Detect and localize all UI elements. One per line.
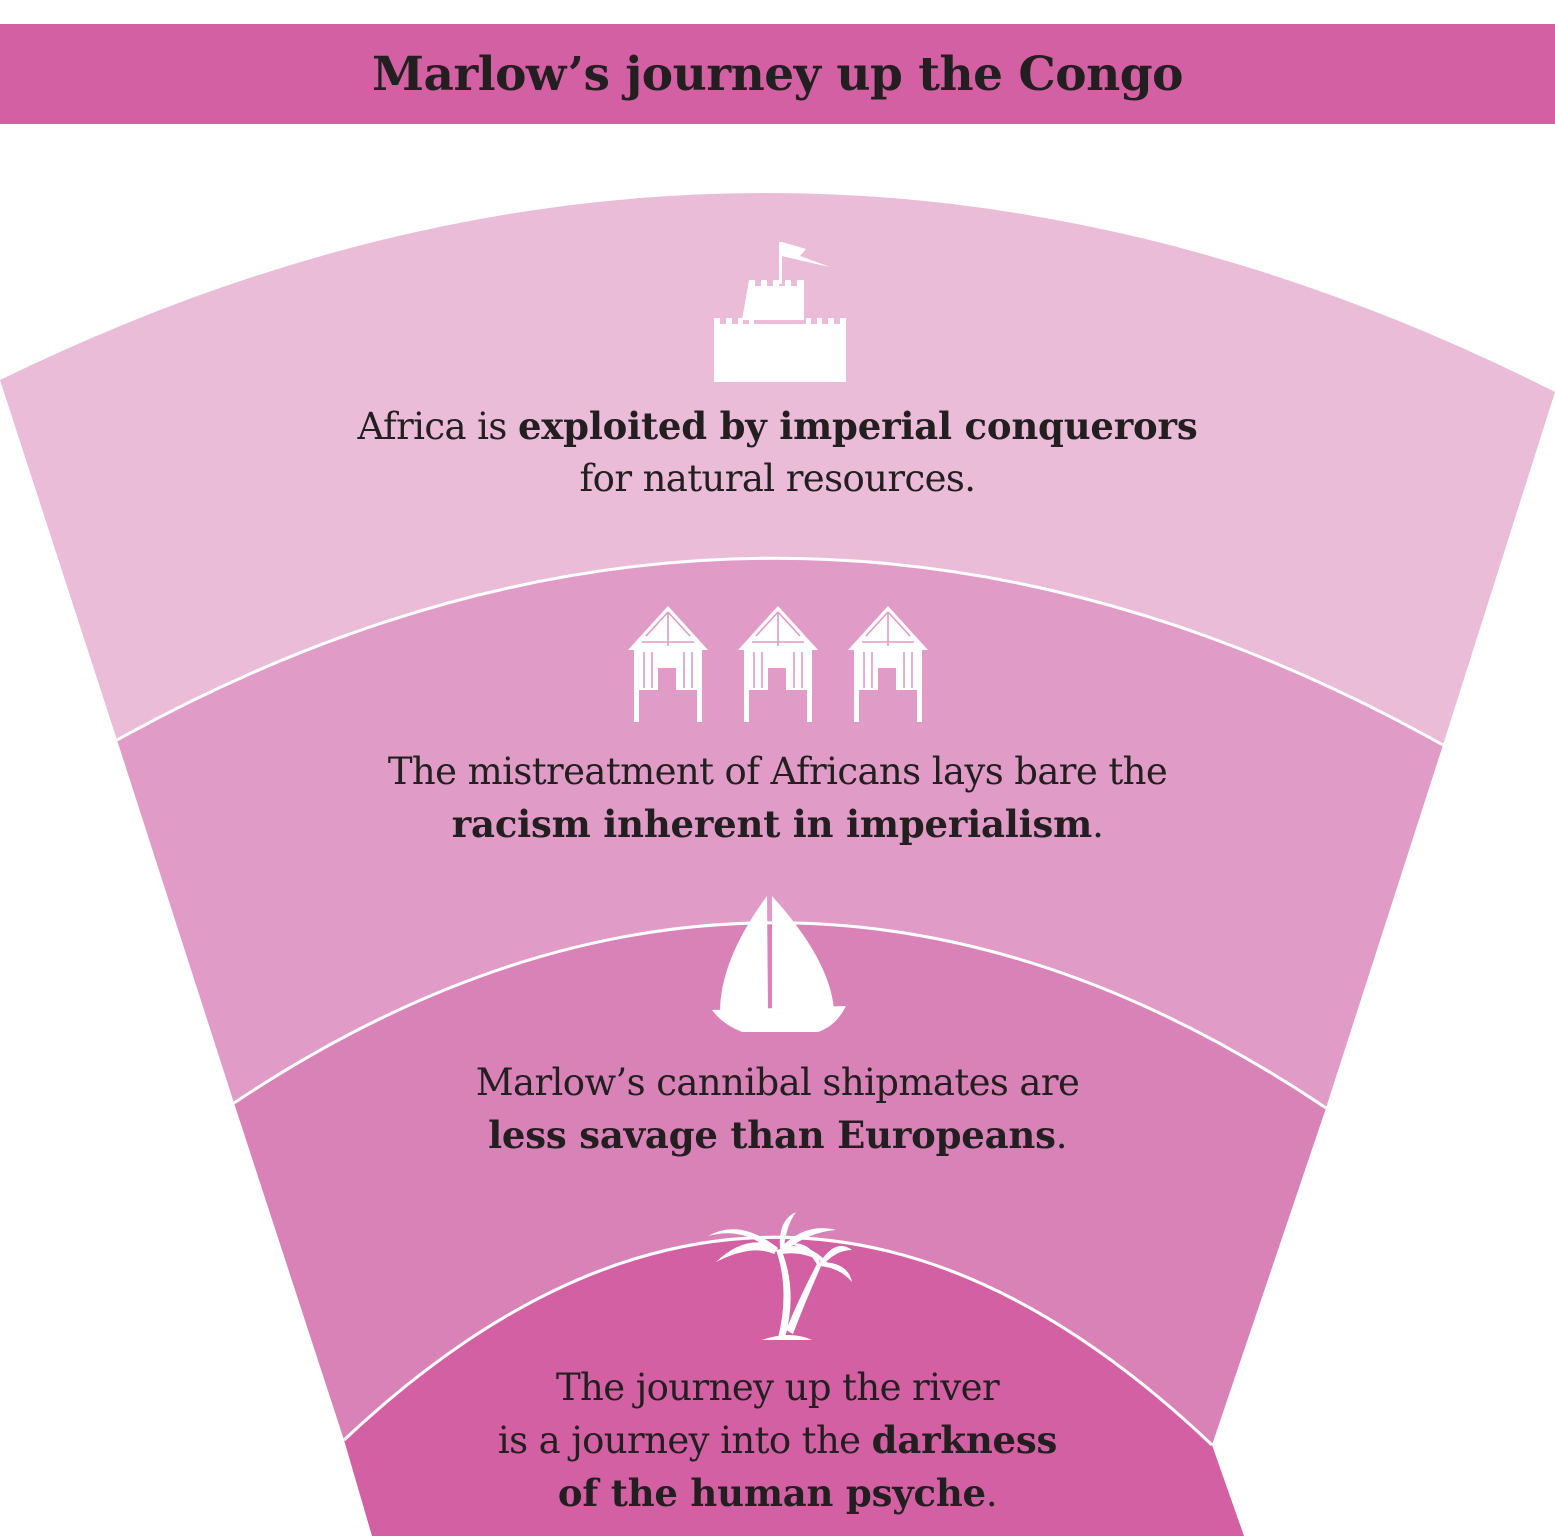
body-text: . [985,1472,998,1515]
text-line: of the human psyche. [0,1467,1555,1520]
text-line: Africa is exploited by imperial conquero… [0,400,1555,453]
emphasis-text: darkness [871,1418,1058,1462]
layer-2-text: The mistreatment of Africans lays bare t… [0,746,1555,851]
emphasis-text: racism inherent in imperialism [451,802,1093,846]
page-title: Marlow’s journey up the Congo [371,46,1184,102]
body-text: Africa is [357,405,518,448]
text-line: The mistreatment of Africans lays bare t… [0,746,1555,798]
text-line: for natural resources. [0,453,1555,505]
separator-line [342,1235,1214,1447]
text-line: Marlow’s cannibal shipmates are [0,1057,1555,1109]
text-line: racism inherent in imperialism. [0,798,1555,851]
emphasis-text: of the human psyche [557,1471,986,1515]
separator-line [116,556,1444,747]
body-text: . [1092,803,1104,846]
layer-4-band [344,1237,1244,1536]
body-text: The mistreatment of Africans lays bare t… [387,750,1168,793]
layer-4-text: The journey up the river is a journey int… [0,1362,1555,1520]
text-line: The journey up the river [0,1362,1555,1414]
sailboat-icon [712,896,846,1032]
palm-trees-icon [708,1212,852,1340]
emphasis-text: less savage than Europeans [488,1113,1056,1157]
text-line: is a journey into the darkness [0,1414,1555,1467]
huts-icon [628,605,929,723]
text-line: less savage than Europeans. [0,1109,1555,1162]
layer-3-text: Marlow’s cannibal shipmates are less sava… [0,1057,1555,1162]
body-text: for natural resources. [579,457,976,500]
layer-2-band [117,558,1443,1108]
body-text: . [1055,1114,1068,1157]
layer-1-band [0,192,1555,745]
body-text: is a journey into the [497,1419,872,1462]
body-text: Marlow’s cannibal shipmates are [475,1061,1080,1104]
castle-icon [714,242,846,382]
title-bar: Marlow’s journey up the Congo [0,24,1555,124]
layer-1-text: Africa is exploited by imperial conquero… [0,400,1555,505]
body-text: The journey up the river [555,1366,1000,1409]
title-bar-background [0,24,1555,124]
emphasis-text: exploited by imperial conquerors [517,404,1198,448]
